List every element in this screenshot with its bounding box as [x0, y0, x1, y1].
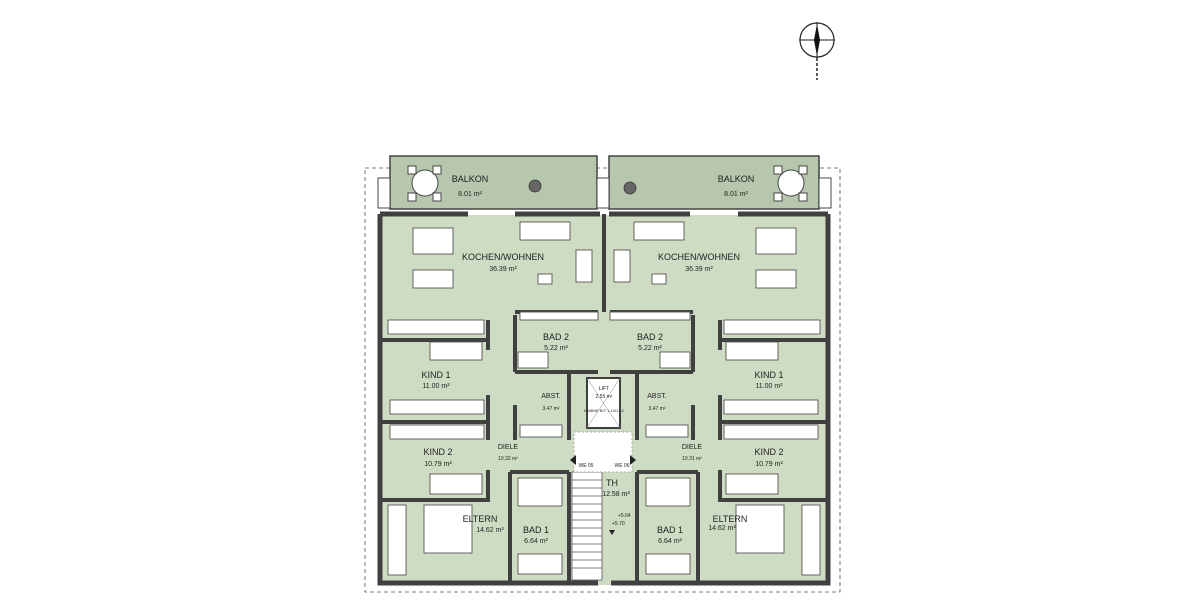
room-area-eltern-right: 14.62 m²	[708, 525, 736, 532]
level-lower: +5.70	[612, 521, 625, 527]
room-area-diele-left: 10.32 m²	[498, 456, 518, 462]
room-area-kind1-right: 11.00 m²	[755, 383, 783, 390]
north-arrow-icon	[799, 22, 835, 80]
room-name-abst-left: ABST.	[541, 393, 561, 400]
room-area-kind1-left: 11.00 m²	[422, 383, 450, 390]
room-name-kochen-left: KOCHEN/WOHNEN	[462, 252, 544, 262]
room-name-kind2-right: KIND 2	[754, 447, 783, 457]
room-area-kochen-left: 36.39 m²	[489, 266, 517, 273]
room-name-lift: LIFT	[599, 386, 609, 392]
plant-icon	[528, 179, 637, 195]
lift-cabin-label: KABINE B/T 1.10/1.40	[584, 408, 625, 413]
room-name-kochen-right: KOCHEN/WOHNEN	[658, 252, 740, 262]
level-upper: +5.64	[618, 513, 631, 519]
room-labels: BALKON 8.01 m² BALKON 8.01 m² KOCHEN/WOH…	[421, 174, 783, 545]
room-name-eltern-left: ELTERN	[463, 514, 498, 524]
room-area-lift: 2.55 m²	[596, 394, 613, 400]
room-name-diele-right: DIELE	[682, 444, 703, 451]
furniture	[387, 221, 821, 576]
staircase	[571, 471, 603, 581]
room-name-kind1-right: KIND 1	[754, 370, 783, 380]
room-name-abst-right: ABST.	[647, 393, 667, 400]
room-area-kind2-left: 10.79 m²	[424, 461, 452, 468]
room-area-balkon-right: 8.01 m²	[724, 191, 748, 198]
room-name-th: TH	[606, 478, 618, 488]
room-area-bad1-right: 6.64 m²	[658, 538, 682, 545]
room-name-eltern-right: ELTERN	[713, 514, 748, 524]
room-name-bad2-left: BAD 2	[543, 332, 569, 342]
room-area-abst-left: 3.47 m²	[543, 406, 560, 412]
room-area-kind2-right: 10.79 m²	[755, 461, 783, 468]
level-marker-icon	[609, 530, 615, 535]
unit-label-right: WE 06	[614, 463, 629, 469]
balcony-table-left-icon	[407, 165, 442, 202]
room-name-diele-left: DIELE	[498, 444, 519, 451]
property-boundary	[364, 167, 841, 593]
room-area-bad2-right: 5.22 m²	[638, 345, 662, 352]
room-name-bad1-left: BAD 1	[523, 525, 549, 535]
room-name-balkon-left: BALKON	[452, 174, 489, 184]
interior-walls	[380, 214, 828, 583]
room-area-balkon-left: 8.01 m²	[458, 191, 482, 198]
room-area-bad1-left: 6.64 m²	[524, 538, 548, 545]
room-name-kind1-left: KIND 1	[421, 370, 450, 380]
room-area-th: 12.58 m²	[602, 491, 630, 498]
room-name-bad1-right: BAD 1	[657, 525, 683, 535]
lift-shaft	[586, 377, 621, 429]
room-area-bad2-left: 5.22 m²	[544, 345, 568, 352]
room-name-kind2-left: KIND 2	[423, 447, 452, 457]
room-area-abst-right: 3.47 m²	[649, 406, 666, 412]
entry-arrow-right-icon	[630, 455, 636, 465]
unit-label-left: WE 05	[578, 463, 593, 469]
balcony-table-right-icon	[773, 165, 808, 202]
entry-arrow-left-icon	[570, 455, 576, 465]
exterior-walls	[377, 211, 831, 586]
room-area-eltern-left: 14.62 m²	[476, 527, 504, 534]
room-area-kochen-right: 36.39 m²	[685, 266, 713, 273]
room-name-bad2-right: BAD 2	[637, 332, 663, 342]
room-name-balkon-right: BALKON	[718, 174, 755, 184]
room-area-diele-right: 10.31 m²	[682, 456, 702, 462]
